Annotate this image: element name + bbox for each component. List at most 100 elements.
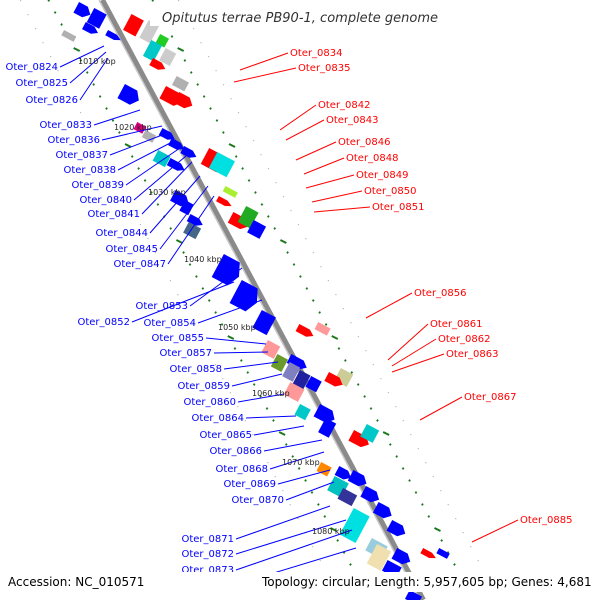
tick-mark xyxy=(299,275,302,278)
gene-block xyxy=(283,382,305,402)
leader-line xyxy=(285,481,335,501)
outer-tick xyxy=(274,476,276,478)
tick-mark xyxy=(79,59,83,62)
outer-tick xyxy=(215,70,217,72)
leader-line xyxy=(277,469,331,485)
gene-label: Oter_0848 xyxy=(346,153,399,164)
outer-tick xyxy=(200,42,202,44)
tick-mark xyxy=(382,431,390,436)
tick-mark xyxy=(47,0,51,2)
gene-features xyxy=(61,2,450,600)
gene-block xyxy=(360,424,380,443)
leader-line xyxy=(213,351,269,354)
tick-mark xyxy=(207,299,211,302)
gene-arrow xyxy=(180,146,197,158)
tick-mark xyxy=(137,167,140,170)
gene-label: Oter_0858 xyxy=(169,364,222,375)
tick-mark xyxy=(318,311,321,314)
gene-label: Oter_0868 xyxy=(215,464,268,475)
tick-mark xyxy=(241,167,244,170)
gene-block xyxy=(61,30,77,42)
gene-block xyxy=(159,48,177,66)
leader-line xyxy=(59,45,105,68)
tick-mark xyxy=(254,191,257,194)
tick-mark xyxy=(421,503,424,506)
outer-tick xyxy=(207,350,209,352)
footer-background xyxy=(0,572,600,592)
outer-tick xyxy=(425,462,427,464)
tick-mark xyxy=(118,131,121,134)
leader-line xyxy=(93,109,141,126)
tick-mark xyxy=(330,527,337,532)
leader-line xyxy=(253,425,305,436)
outer-tick xyxy=(245,126,247,128)
outer-tick xyxy=(154,252,157,254)
gene-block xyxy=(366,544,392,571)
gene-arrow xyxy=(149,58,166,70)
gene-arrow xyxy=(105,30,121,41)
gene-arrow xyxy=(168,138,185,150)
tick-mark xyxy=(376,419,379,422)
gene-arrow xyxy=(372,502,392,519)
gene-block xyxy=(436,548,450,559)
outer-tick xyxy=(139,224,142,226)
outer-tick xyxy=(342,308,344,310)
tick-mark xyxy=(189,71,193,74)
gene-block xyxy=(123,14,144,37)
outer-tick xyxy=(260,154,262,156)
tick-tracks xyxy=(20,0,494,590)
leader-line xyxy=(305,174,355,189)
gene-label: Oter_0833 xyxy=(39,120,92,131)
tick-mark xyxy=(228,143,236,148)
outer-tick xyxy=(252,434,254,436)
outer-tick xyxy=(432,476,434,478)
tick-mark xyxy=(111,119,115,122)
gene-block xyxy=(305,376,322,393)
tick-mark xyxy=(98,95,102,98)
leader-line xyxy=(391,338,437,367)
outer-tick xyxy=(162,266,164,268)
leader-line xyxy=(189,267,243,307)
gene-arrow xyxy=(227,212,249,230)
outer-tick xyxy=(312,546,314,548)
scale-label: 1030 kbp xyxy=(148,188,186,197)
outer-tick xyxy=(380,378,382,380)
tick-mark xyxy=(311,299,315,302)
outer-tick xyxy=(87,126,89,128)
outer-tick xyxy=(267,168,270,170)
outer-tick xyxy=(289,504,291,506)
scale-label: 1040 kbp xyxy=(184,255,222,264)
tick-mark xyxy=(170,35,174,38)
gene-arrow xyxy=(420,548,436,559)
outer-tick xyxy=(109,168,112,170)
outer-tick xyxy=(34,28,37,30)
gene-label: Oter_0836 xyxy=(47,135,100,146)
tick-mark xyxy=(220,323,224,326)
tick-mark xyxy=(259,395,262,398)
leader-line xyxy=(263,439,323,452)
gene-arrow xyxy=(186,214,203,226)
gene-label: Oter_0839 xyxy=(71,180,124,191)
outer-tick xyxy=(64,84,67,86)
gene-label: Oter_0835 xyxy=(298,63,351,74)
outer-tick xyxy=(244,420,246,422)
tick-mark xyxy=(60,23,63,26)
genome-summary-text: Topology: circular; Length: 5,957,605 bp… xyxy=(261,575,592,589)
scale-label: 1010 kbp xyxy=(78,57,116,66)
leader-line xyxy=(235,519,347,555)
gene-label: Oter_0867 xyxy=(464,392,517,403)
tick-mark xyxy=(324,323,328,326)
outer-tick xyxy=(49,56,52,58)
tick-mark xyxy=(169,227,173,230)
gene-arrow xyxy=(211,254,240,286)
gene-label: Oter_0869 xyxy=(223,479,276,490)
outer-tick xyxy=(79,112,82,114)
outer-tick xyxy=(470,546,472,548)
gene-block xyxy=(282,362,301,382)
tick-mark xyxy=(92,83,95,86)
gene-label: Oter_0855 xyxy=(151,333,204,344)
gene-block xyxy=(142,40,162,62)
outer-tick xyxy=(297,224,300,226)
